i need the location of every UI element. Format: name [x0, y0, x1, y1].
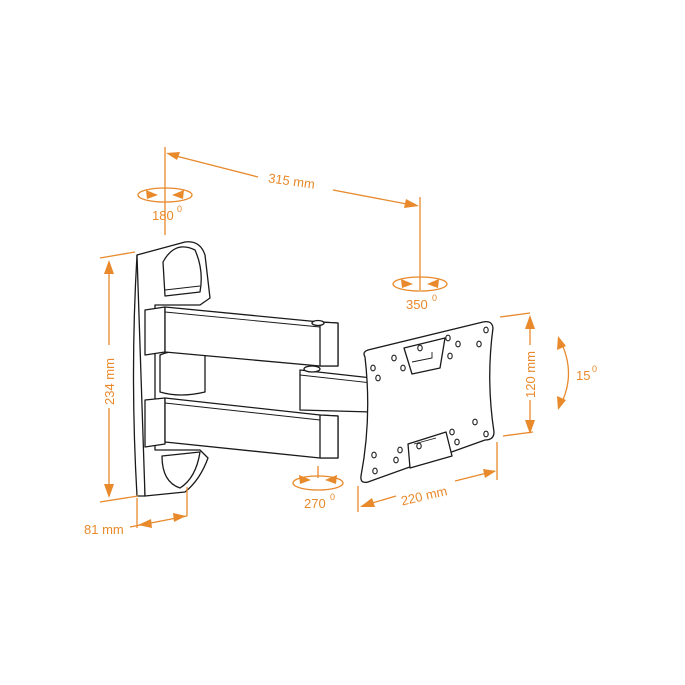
mounting-holes [370, 326, 489, 475]
label-180-degrees: 180 [152, 208, 174, 223]
label-315mm: 315 mm [267, 170, 316, 191]
label-270-degrees: 270 [304, 496, 326, 511]
label-81mm: 81 mm [84, 522, 124, 537]
vesa-plate [360, 320, 495, 484]
degree-mark: 0 [592, 364, 597, 374]
dimension-vesa-height: 120 mm [499, 312, 538, 437]
label-234mm: 234 mm [102, 358, 117, 405]
label-350-degrees: 350 [406, 297, 428, 312]
wall-mount-bracket [132, 241, 495, 497]
dimension-wall-plate-depth: 81 mm [84, 487, 188, 537]
dimension-annotations: 315 mm 180 0 350 0 234 mm [84, 147, 597, 537]
label-120mm: 120 mm [523, 351, 538, 398]
degree-mark: 0 [330, 492, 335, 502]
wall-plate [132, 241, 211, 497]
rotation-tilt: 15 0 [557, 336, 597, 410]
upper-arm [144, 306, 339, 367]
dimension-arm-extension: 315 mm [164, 147, 421, 290]
degree-mark: 0 [177, 204, 182, 214]
label-15-degrees: 15 [576, 368, 590, 383]
forward-arm [299, 365, 373, 413]
rotation-middle-joint: 270 0 [292, 466, 344, 511]
rotation-wall-joint: 180 0 [137, 187, 193, 223]
lower-arm [144, 397, 339, 459]
label-220mm: 220 mm [400, 483, 449, 508]
rotation-head-swivel: 350 0 [392, 276, 448, 312]
dimension-wall-plate-height: 234 mm [99, 251, 139, 503]
degree-mark: 0 [432, 293, 437, 303]
